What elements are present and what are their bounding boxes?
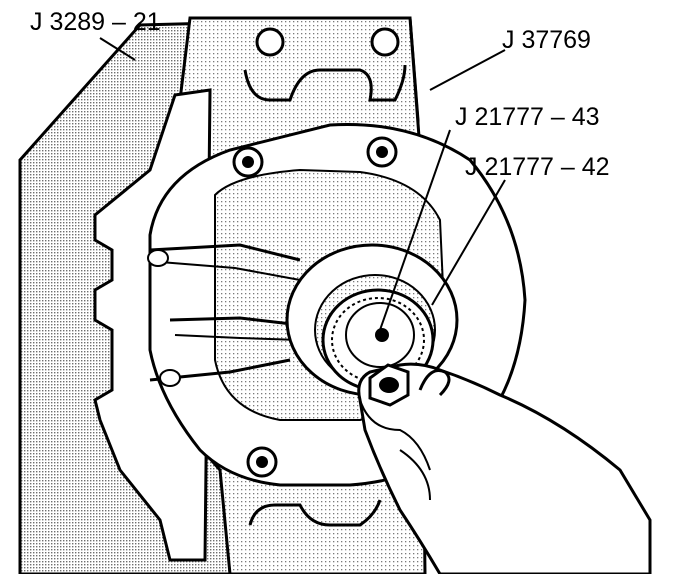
label-installer-tool: J 21777 – 42 [465,153,610,181]
leader-holding-fixture [99,37,136,61]
label-holding-fixture: J 3289 – 21 [30,8,161,36]
leader-adapter [429,49,506,91]
callout-labels: J 3289 – 21 J 37769 J 21777 – 43 J 21777… [30,8,610,181]
center-bolt [375,328,389,342]
leader-lines [99,37,506,331]
mount-hole [255,27,285,57]
hand [357,362,652,574]
label-bolt-tool: J 21777 – 43 [455,103,600,131]
leader-installer-tool [431,179,506,306]
label-adapter: J 37769 [502,26,591,54]
nut [368,363,410,407]
leader-bolt-tool [379,129,451,331]
mount-hole [370,27,400,57]
